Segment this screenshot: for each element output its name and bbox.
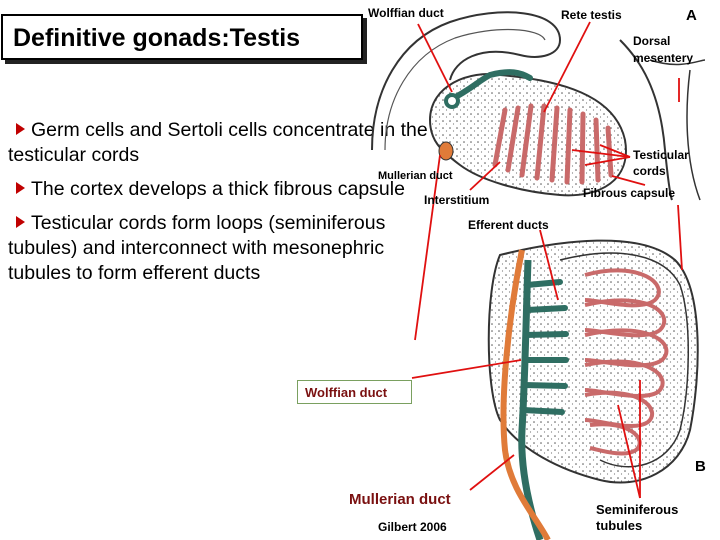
bullet-list: Germ cells and Sertoli cells concentrate… xyxy=(8,118,438,295)
label-mullerian-duct-top: Mullerian duct xyxy=(378,170,453,182)
bullet-arrow-icon xyxy=(16,182,25,194)
bullet-item: The cortex develops a thick fibrous caps… xyxy=(8,177,438,202)
panel-b-drawing xyxy=(487,239,699,540)
pointer-lines xyxy=(411,21,683,499)
label-interstitium: Interstitium xyxy=(424,193,490,207)
bullet-text: The cortex develops a thick fibrous caps… xyxy=(31,178,405,200)
slide-title: Definitive gonads:Testis xyxy=(13,24,301,52)
label-efferent-ducts: Efferent ducts xyxy=(468,218,549,232)
title-box: Definitive gonads:Testis xyxy=(1,14,363,60)
bullet-arrow-icon xyxy=(16,216,25,228)
label-fibrous-capsule: Fibrous capsule xyxy=(583,186,676,200)
label-mullerian-duct-bottom: Mullerian duct xyxy=(349,491,451,508)
bullet-arrow-icon xyxy=(16,123,25,135)
label-panel-b: B xyxy=(695,458,706,475)
bullet-item: Germ cells and Sertoli cells concentrate… xyxy=(8,118,438,168)
citation: Gilbert 2006 xyxy=(378,520,447,534)
bullet-text: Germ cells and Sertoli cells concentrate… xyxy=(8,119,428,166)
label-seminiferous-tubules: Seminiferous tubules xyxy=(596,502,679,533)
label-wolffian-duct-box: Wolffian duct xyxy=(297,380,412,404)
panel-a-drawing xyxy=(371,11,706,201)
bullet-item: Testicular cords form loops (seminiferou… xyxy=(8,211,438,286)
label-panel-a: A xyxy=(686,7,697,24)
label-wolffian-duct-text: Wolffian duct xyxy=(305,385,388,400)
bullet-text: Testicular cords form loops (seminiferou… xyxy=(8,212,386,284)
label-testicular-cords: Testicular cords xyxy=(633,148,689,178)
label-wolffian-duct-top: Wolffian duct xyxy=(368,6,444,20)
label-dorsal-mesentery: Dorsal mesentery xyxy=(633,34,694,65)
label-rete-testis: Rete testis xyxy=(561,8,622,22)
